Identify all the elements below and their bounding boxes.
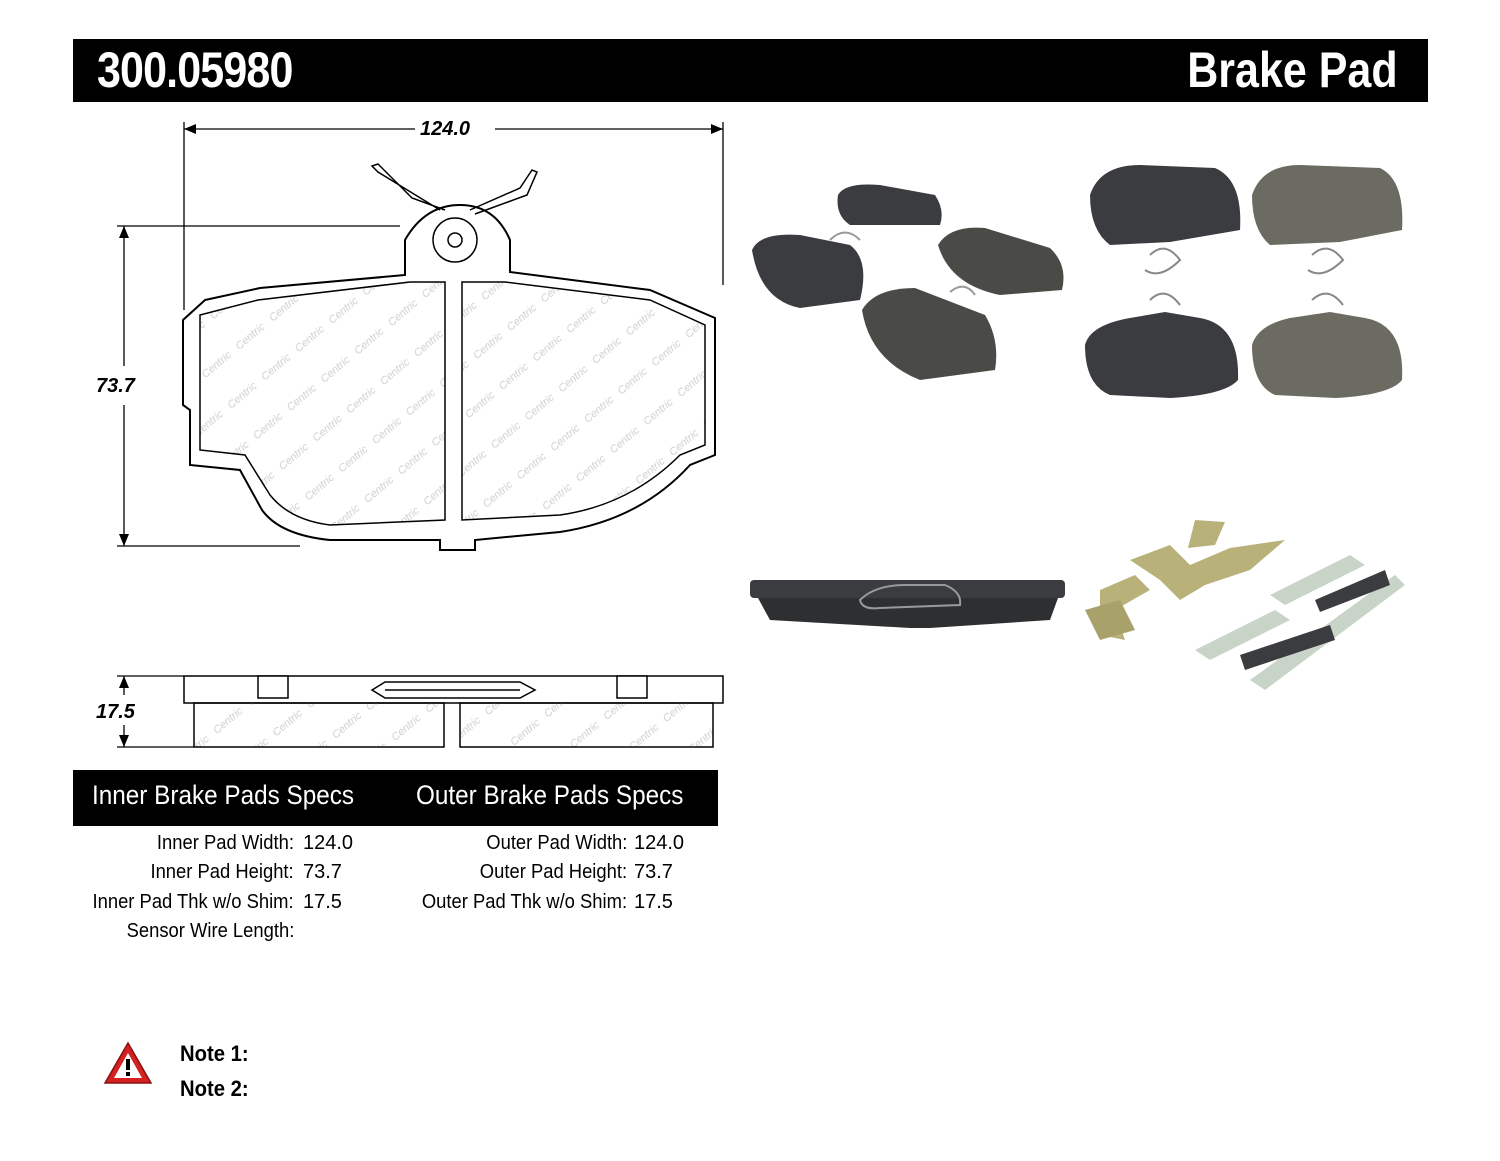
- pad-side-photo: [750, 580, 1065, 628]
- inner-specs-title: Inner Brake Pads Specs: [92, 780, 355, 810]
- inner-spec-value: 17.5: [303, 891, 342, 913]
- inner-spec-label: Sensor Wire Length:: [126, 920, 294, 942]
- pad-technical-drawing: Centric: [117, 122, 724, 748]
- inner-spec-label: Inner Pad Height:: [150, 861, 294, 883]
- warning-icon: [103, 1041, 153, 1084]
- specs-header-bar: Inner Brake Pads Specs Outer Brake Pads …: [73, 770, 718, 826]
- inner-spec-value: 124.0: [303, 832, 354, 854]
- pad-side-view: [183, 675, 724, 748]
- outer-specs-title: Outer Brake Pads Specs: [416, 780, 684, 810]
- product-photos: [750, 165, 1405, 690]
- height-dimension-line: [117, 225, 400, 547]
- height-dimension-label: 73.7: [96, 375, 135, 397]
- note-1: Note 1:: [180, 1041, 249, 1066]
- outer-spec-label: Outer Pad Thk w/o Shim:: [421, 891, 627, 913]
- sensor-clip-wire: [370, 163, 538, 215]
- outer-spec-label: Outer Pad Width:: [485, 832, 627, 854]
- outer-spec-value: 73.7: [634, 861, 673, 883]
- inner-spec-value: 73.7: [303, 861, 342, 883]
- outer-spec-value: 17.5: [634, 891, 673, 913]
- inner-spec-label: Inner Pad Width:: [156, 832, 294, 854]
- pad-front-back-photo: [1085, 165, 1403, 398]
- thickness-dimension-label: 17.5: [96, 701, 135, 723]
- pad-set-photo: [752, 184, 1064, 380]
- note-2: Note 2:: [180, 1076, 249, 1101]
- width-dimension-label: 124.0: [420, 118, 471, 140]
- outer-spec-label: Outer Pad Height:: [479, 861, 627, 883]
- outer-spec-value: 124.0: [634, 832, 685, 854]
- inner-spec-label: Inner Pad Thk w/o Shim:: [92, 891, 294, 913]
- header-bar: 300.05980 Brake Pad: [73, 39, 1428, 102]
- part-number: 300.05980: [97, 42, 293, 98]
- width-dimension-line: [183, 122, 724, 310]
- hardware-kit-photo: [1085, 520, 1405, 690]
- pad-friction-area: [199, 281, 706, 526]
- product-type: Brake Pad: [1187, 42, 1398, 98]
